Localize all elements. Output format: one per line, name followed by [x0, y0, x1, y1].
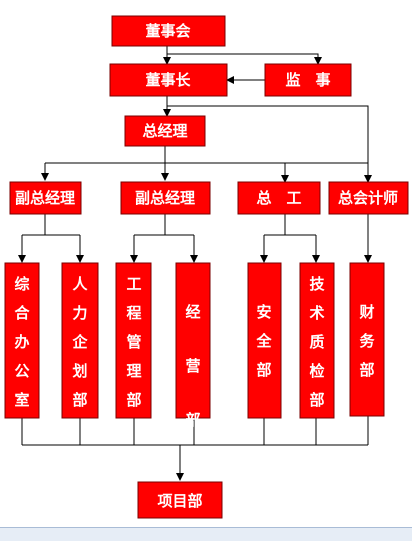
board-box: 董事会	[111, 15, 226, 47]
chief-engineer-label: 总 工	[256, 189, 301, 207]
engineering-box: 工程管理部	[115, 262, 152, 419]
supervisor-box: 监 事	[264, 63, 352, 97]
chief-accountant-box: 总会计师	[328, 181, 409, 215]
operations-box: 经营部	[175, 262, 211, 429]
safety-box: 安全部	[247, 262, 282, 419]
operations-label: 经营部	[185, 303, 200, 429]
tech-qc-label: 技术质检部	[309, 275, 325, 409]
vgm1-box: 副总经理	[9, 181, 82, 215]
gm-label: 总经理	[142, 122, 187, 140]
gm-box: 总经理	[124, 115, 206, 147]
hr-label: 人力企划部	[71, 275, 88, 409]
project-box: 项目部	[137, 481, 223, 519]
chairman-box: 董事长	[109, 63, 228, 97]
connector-lines	[18, 46, 372, 481]
safety-label: 安全部	[255, 303, 272, 379]
hr-box: 人力企划部	[61, 262, 99, 419]
project-label: 项目部	[157, 492, 202, 510]
chief-engineer-box: 总 工	[237, 181, 321, 215]
tech-qc-box: 技术质检部	[299, 262, 335, 419]
vgm2-label: 副总经理	[135, 189, 195, 207]
general-office-box: 综合办公室	[4, 262, 40, 419]
vgm1-label: 副总经理	[15, 189, 75, 207]
window-bottom-bar	[0, 527, 412, 541]
vgm2-box: 副总经理	[120, 181, 211, 215]
engineering-label: 工程管理部	[126, 275, 141, 409]
board-label: 董事会	[145, 22, 190, 40]
finance-box: 财务部	[349, 262, 385, 417]
finance-label: 财务部	[359, 303, 375, 379]
chief-accountant-label: 总会计师	[338, 189, 398, 207]
supervisor-label: 监 事	[285, 71, 330, 89]
chairman-label: 董事长	[145, 71, 191, 89]
general-office-label: 综合办公室	[13, 275, 30, 409]
